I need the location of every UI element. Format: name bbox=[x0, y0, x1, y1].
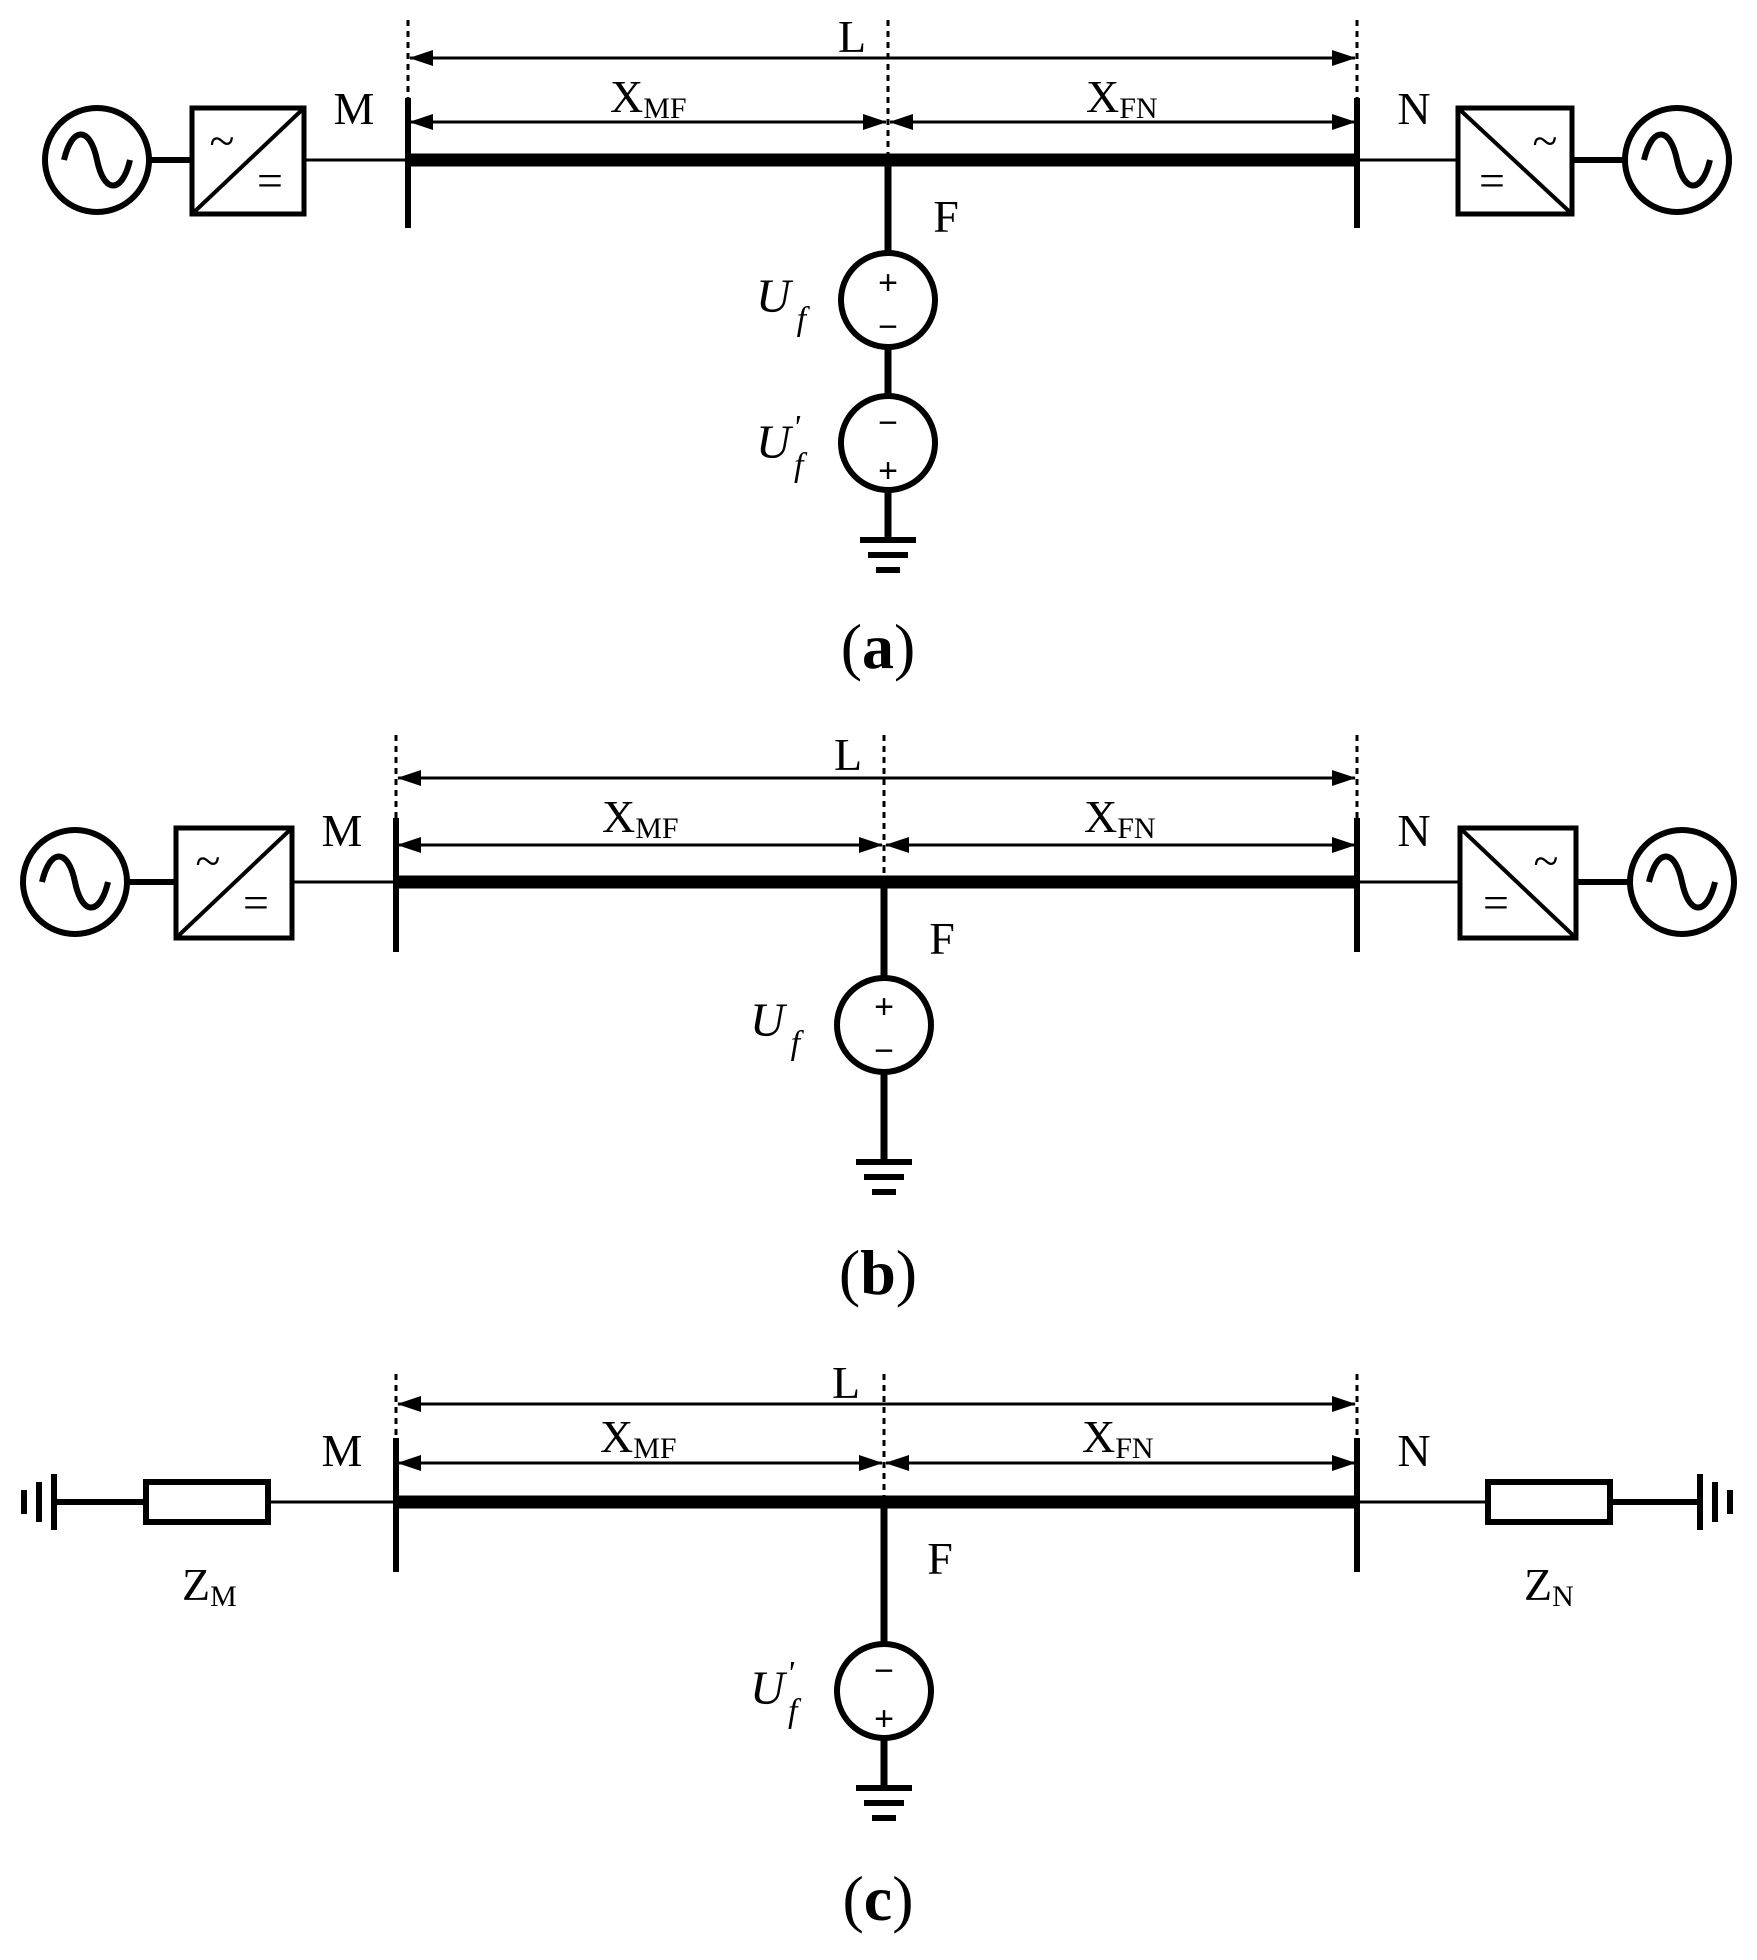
svg-text:−: − bbox=[874, 1032, 894, 1070]
panel-a: ~ = M N ~ = L XMF X bbox=[42, 11, 1732, 682]
converter-icon: ~ = bbox=[1455, 105, 1575, 217]
ac-symbol: ~ bbox=[1533, 115, 1558, 166]
ac-source-icon bbox=[42, 105, 152, 215]
node-f-label: F bbox=[929, 913, 955, 964]
ac-symbol: ~ bbox=[210, 115, 235, 166]
voltage-source-icon: + − bbox=[834, 975, 934, 1075]
node-m-label: M bbox=[322, 1425, 363, 1476]
ac-symbol: ~ bbox=[196, 835, 221, 886]
uf-prime-label: U'f bbox=[750, 1655, 802, 1730]
ground-icon bbox=[21, 1474, 57, 1530]
svg-text:+: + bbox=[878, 452, 898, 490]
panel-b: ~ = M N ~ = L XMF XFN F bbox=[20, 729, 1737, 1308]
node-m-label: M bbox=[334, 83, 375, 134]
z-m-label: ZM bbox=[182, 1559, 237, 1613]
dc-symbol: = bbox=[243, 877, 269, 928]
x-fn-label: XFN bbox=[1086, 71, 1158, 125]
dc-symbol: = bbox=[257, 155, 283, 206]
voltage-source-icon: + − bbox=[838, 250, 938, 350]
converter-icon: ~ = bbox=[1457, 825, 1579, 941]
x-mf-label: XMF bbox=[600, 1411, 677, 1465]
svg-text:−: − bbox=[878, 404, 898, 442]
svg-text:−: − bbox=[874, 1652, 894, 1690]
impedance-icon bbox=[1485, 1479, 1613, 1525]
ground-icon bbox=[1697, 1474, 1733, 1530]
node-n-label: N bbox=[1397, 805, 1430, 856]
svg-text:−: − bbox=[878, 308, 898, 346]
caption-c: (c) bbox=[842, 1863, 913, 1934]
impedance-icon bbox=[143, 1479, 271, 1525]
ac-symbol: ~ bbox=[1534, 835, 1559, 886]
x-fn-label: XFN bbox=[1084, 791, 1156, 845]
z-n-label: ZN bbox=[1524, 1559, 1574, 1613]
node-m-label: M bbox=[322, 805, 363, 856]
converter-icon: ~ = bbox=[173, 825, 295, 941]
x-mf-label: XMF bbox=[602, 791, 679, 845]
svg-text:+: + bbox=[874, 1700, 894, 1738]
node-n-label: N bbox=[1397, 1425, 1430, 1476]
svg-text:+: + bbox=[874, 988, 894, 1026]
node-f-label: F bbox=[927, 1533, 953, 1584]
voltage-source-icon: − + bbox=[838, 393, 938, 493]
caption-b: (b) bbox=[839, 1237, 917, 1308]
uf-prime-label: U'f bbox=[756, 409, 808, 484]
ac-source-icon bbox=[20, 827, 130, 937]
length-label: L bbox=[834, 729, 862, 780]
ground-icon bbox=[860, 537, 916, 573]
x-mf-label: XMF bbox=[610, 71, 687, 125]
length-label: L bbox=[838, 11, 866, 62]
ac-source-icon bbox=[1627, 827, 1737, 937]
dc-symbol: = bbox=[1483, 877, 1509, 928]
length-label: L bbox=[832, 1357, 860, 1408]
converter-icon: ~ = bbox=[189, 105, 307, 217]
voltage-source-icon: − + bbox=[834, 1641, 934, 1741]
node-f-label: F bbox=[933, 191, 959, 242]
panel-c: ZM M N ZN L XMF XFN F − + U'f bbox=[21, 1357, 1733, 1934]
ground-icon bbox=[856, 1159, 912, 1195]
x-fn-label: XFN bbox=[1082, 1411, 1154, 1465]
svg-text:+: + bbox=[878, 264, 898, 302]
dc-symbol: = bbox=[1479, 155, 1505, 206]
node-n-label: N bbox=[1397, 83, 1430, 134]
caption-a: (a) bbox=[841, 611, 916, 682]
ground-icon bbox=[856, 1785, 912, 1821]
ac-source-icon bbox=[1622, 105, 1732, 215]
